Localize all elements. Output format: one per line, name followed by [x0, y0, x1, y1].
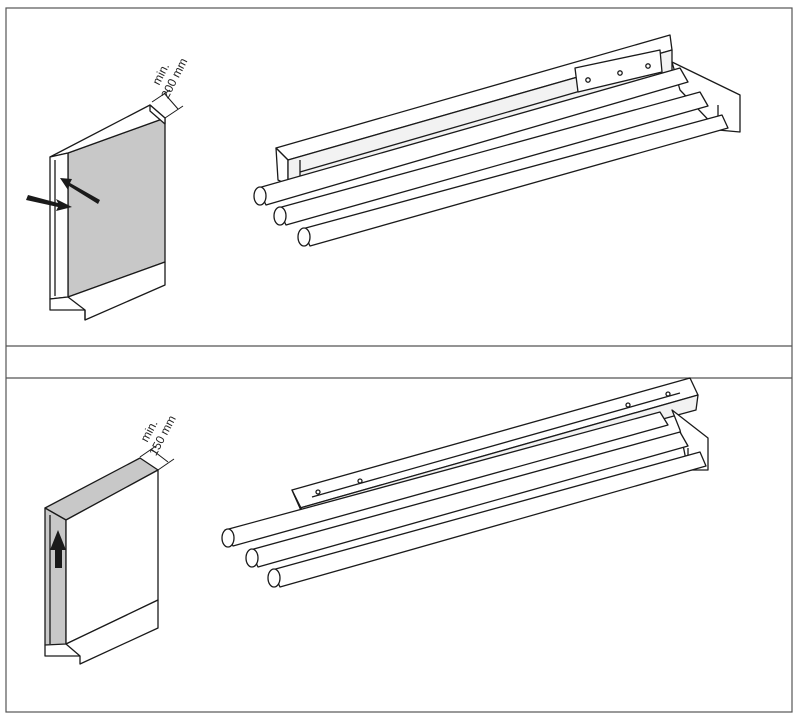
panel-top-mount: min. 150 mm [44, 377, 709, 665]
arrow-up-icon [50, 530, 66, 568]
frame [5, 7, 793, 713]
arrow-icon [26, 178, 100, 211]
towel-rail-side-mount [253, 34, 741, 247]
rods [253, 67, 729, 247]
rods [221, 411, 707, 588]
panel-side-mount: min. 200 mm [26, 34, 741, 321]
cabinet-side-mount [49, 104, 166, 321]
towel-rail-top-mount [221, 377, 709, 588]
